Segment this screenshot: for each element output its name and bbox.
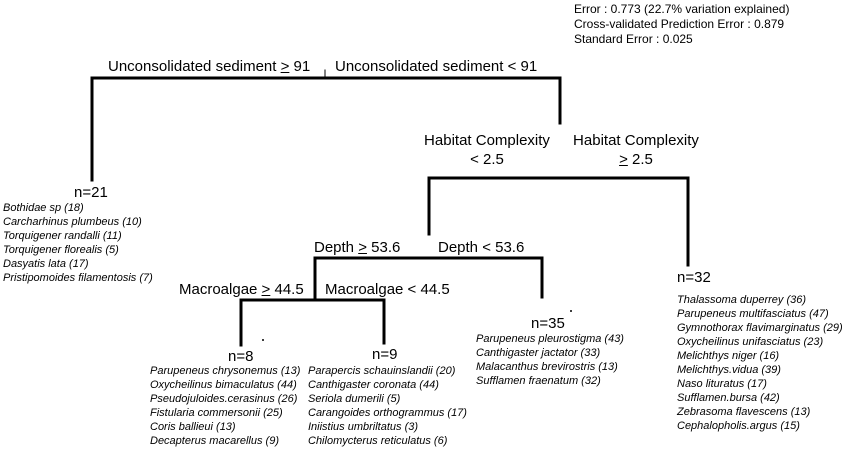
split-label-habitat-lt: Habitat Complexity < 2.5	[424, 132, 550, 168]
species-list-n32: Thalassoma duperrey (36) Parupeneus mult…	[677, 293, 843, 433]
species-item: Seriola dumerili (5)	[308, 393, 401, 405]
species-item: Torquigener florealis (5)	[3, 244, 119, 256]
species-item: Parapercis schauinslandii (20)	[308, 365, 456, 377]
split-label-sediment-lt: Unconsolidated sediment < 91	[335, 58, 538, 75]
leaf-count-n32: n=32	[677, 269, 711, 286]
dot-mark	[570, 310, 572, 312]
leaf-count-n8: n=8	[228, 348, 254, 365]
dot-mark	[262, 339, 264, 341]
branch-root	[90, 76, 562, 182]
species-item: Parupeneus pleurostigma (43)	[476, 333, 624, 345]
leaf-count-n35: n=35	[531, 315, 565, 332]
species-item: Carcharhinus plumbeus (10)	[3, 216, 142, 228]
branch-macroalgae	[239, 298, 386, 347]
branch-depth	[313, 256, 544, 299]
species-list-n21: Bothidae sp (18) Carcharhinus plumbeus (…	[3, 201, 153, 285]
species-item: Canthigaster jactator (33)	[476, 347, 601, 359]
species-item: Torquigener randalli (11)	[3, 230, 122, 242]
species-item: Naso lituratus (17)	[677, 378, 767, 390]
species-list-n8: Parupeneus chrysonemus (13) Oxycheilinus…	[150, 364, 300, 448]
species-item: Dasyatis lata (17)	[3, 258, 89, 270]
model-stats: Error : 0.773 (22.7% variation explained…	[574, 2, 789, 47]
species-item: Malacanthus brevirostris (13)	[476, 361, 618, 373]
branch-habitat	[427, 176, 690, 267]
species-item: Melichthys niger (16)	[677, 350, 780, 362]
species-item: Thalassoma duperrey (36)	[677, 294, 807, 306]
species-item: Canthigaster coronata (44)	[308, 379, 439, 391]
species-item: Cephalopholis.argus (15)	[677, 420, 800, 432]
species-item: Pseudojuloides.cerasinus (26)	[150, 393, 298, 405]
leaf-count-n21: n=21	[74, 184, 108, 201]
species-item: Oxycheilinus bimaculatus (44)	[150, 379, 297, 391]
species-item: Sufflamen.bursa (42)	[677, 392, 780, 404]
species-item: Gymnothorax flavimarginatus (29)	[677, 322, 843, 334]
species-item: Bothidae sp (18)	[3, 202, 84, 214]
species-list-n9: Parapercis schauinslandii (20) Canthigas…	[308, 364, 467, 448]
species-item: Sufflamen fraenatum (32)	[476, 375, 601, 387]
standard-error-stat: Standard Error : 0.025	[574, 32, 693, 46]
split-label-habitat-ge: Habitat Complexity > 2.5	[573, 132, 699, 168]
species-item: Carangoides orthogrammus (17)	[308, 407, 467, 419]
split-label-macroalgae-lt: Macroalgae < 44.5	[325, 281, 450, 298]
species-item: Parupeneus chrysonemus (13)	[150, 365, 301, 377]
split-label-sediment-ge: Unconsolidated sediment > 91	[108, 58, 311, 75]
split-label-depth-ge: Depth > 53.6	[314, 239, 401, 256]
species-item: Parupeneus multifasciatus (47)	[677, 308, 829, 320]
species-item: Melichthys.vidua (39)	[677, 364, 781, 376]
species-item: Zebrasoma flavescens (13)	[677, 406, 811, 418]
cv-error-stat: Cross-validated Prediction Error : 0.879	[574, 17, 785, 31]
species-item: Oxycheilinus unifasciatus (23)	[677, 336, 824, 348]
error-stat: Error : 0.773 (22.7% variation explained…	[574, 2, 790, 16]
species-item: Chilomycterus reticulatus (6)	[308, 435, 448, 447]
split-label-macroalgae-ge: Macroalgae > 44.5	[179, 281, 304, 298]
species-item: Fistularia commersonii (25)	[150, 407, 283, 419]
species-item: Coris ballieui (13)	[150, 421, 236, 433]
split-label-depth-lt: Depth < 53.6	[438, 239, 525, 256]
species-item: Pristipomoides filamentosis (7)	[3, 272, 153, 284]
species-list-n35: Parupeneus pleurostigma (43) Canthigaste…	[476, 332, 624, 388]
leaf-count-n9: n=9	[372, 346, 398, 363]
species-item: Iniistius umbriltatus (3)	[308, 421, 419, 433]
species-item: Decapterus macarellus (9)	[150, 435, 279, 447]
